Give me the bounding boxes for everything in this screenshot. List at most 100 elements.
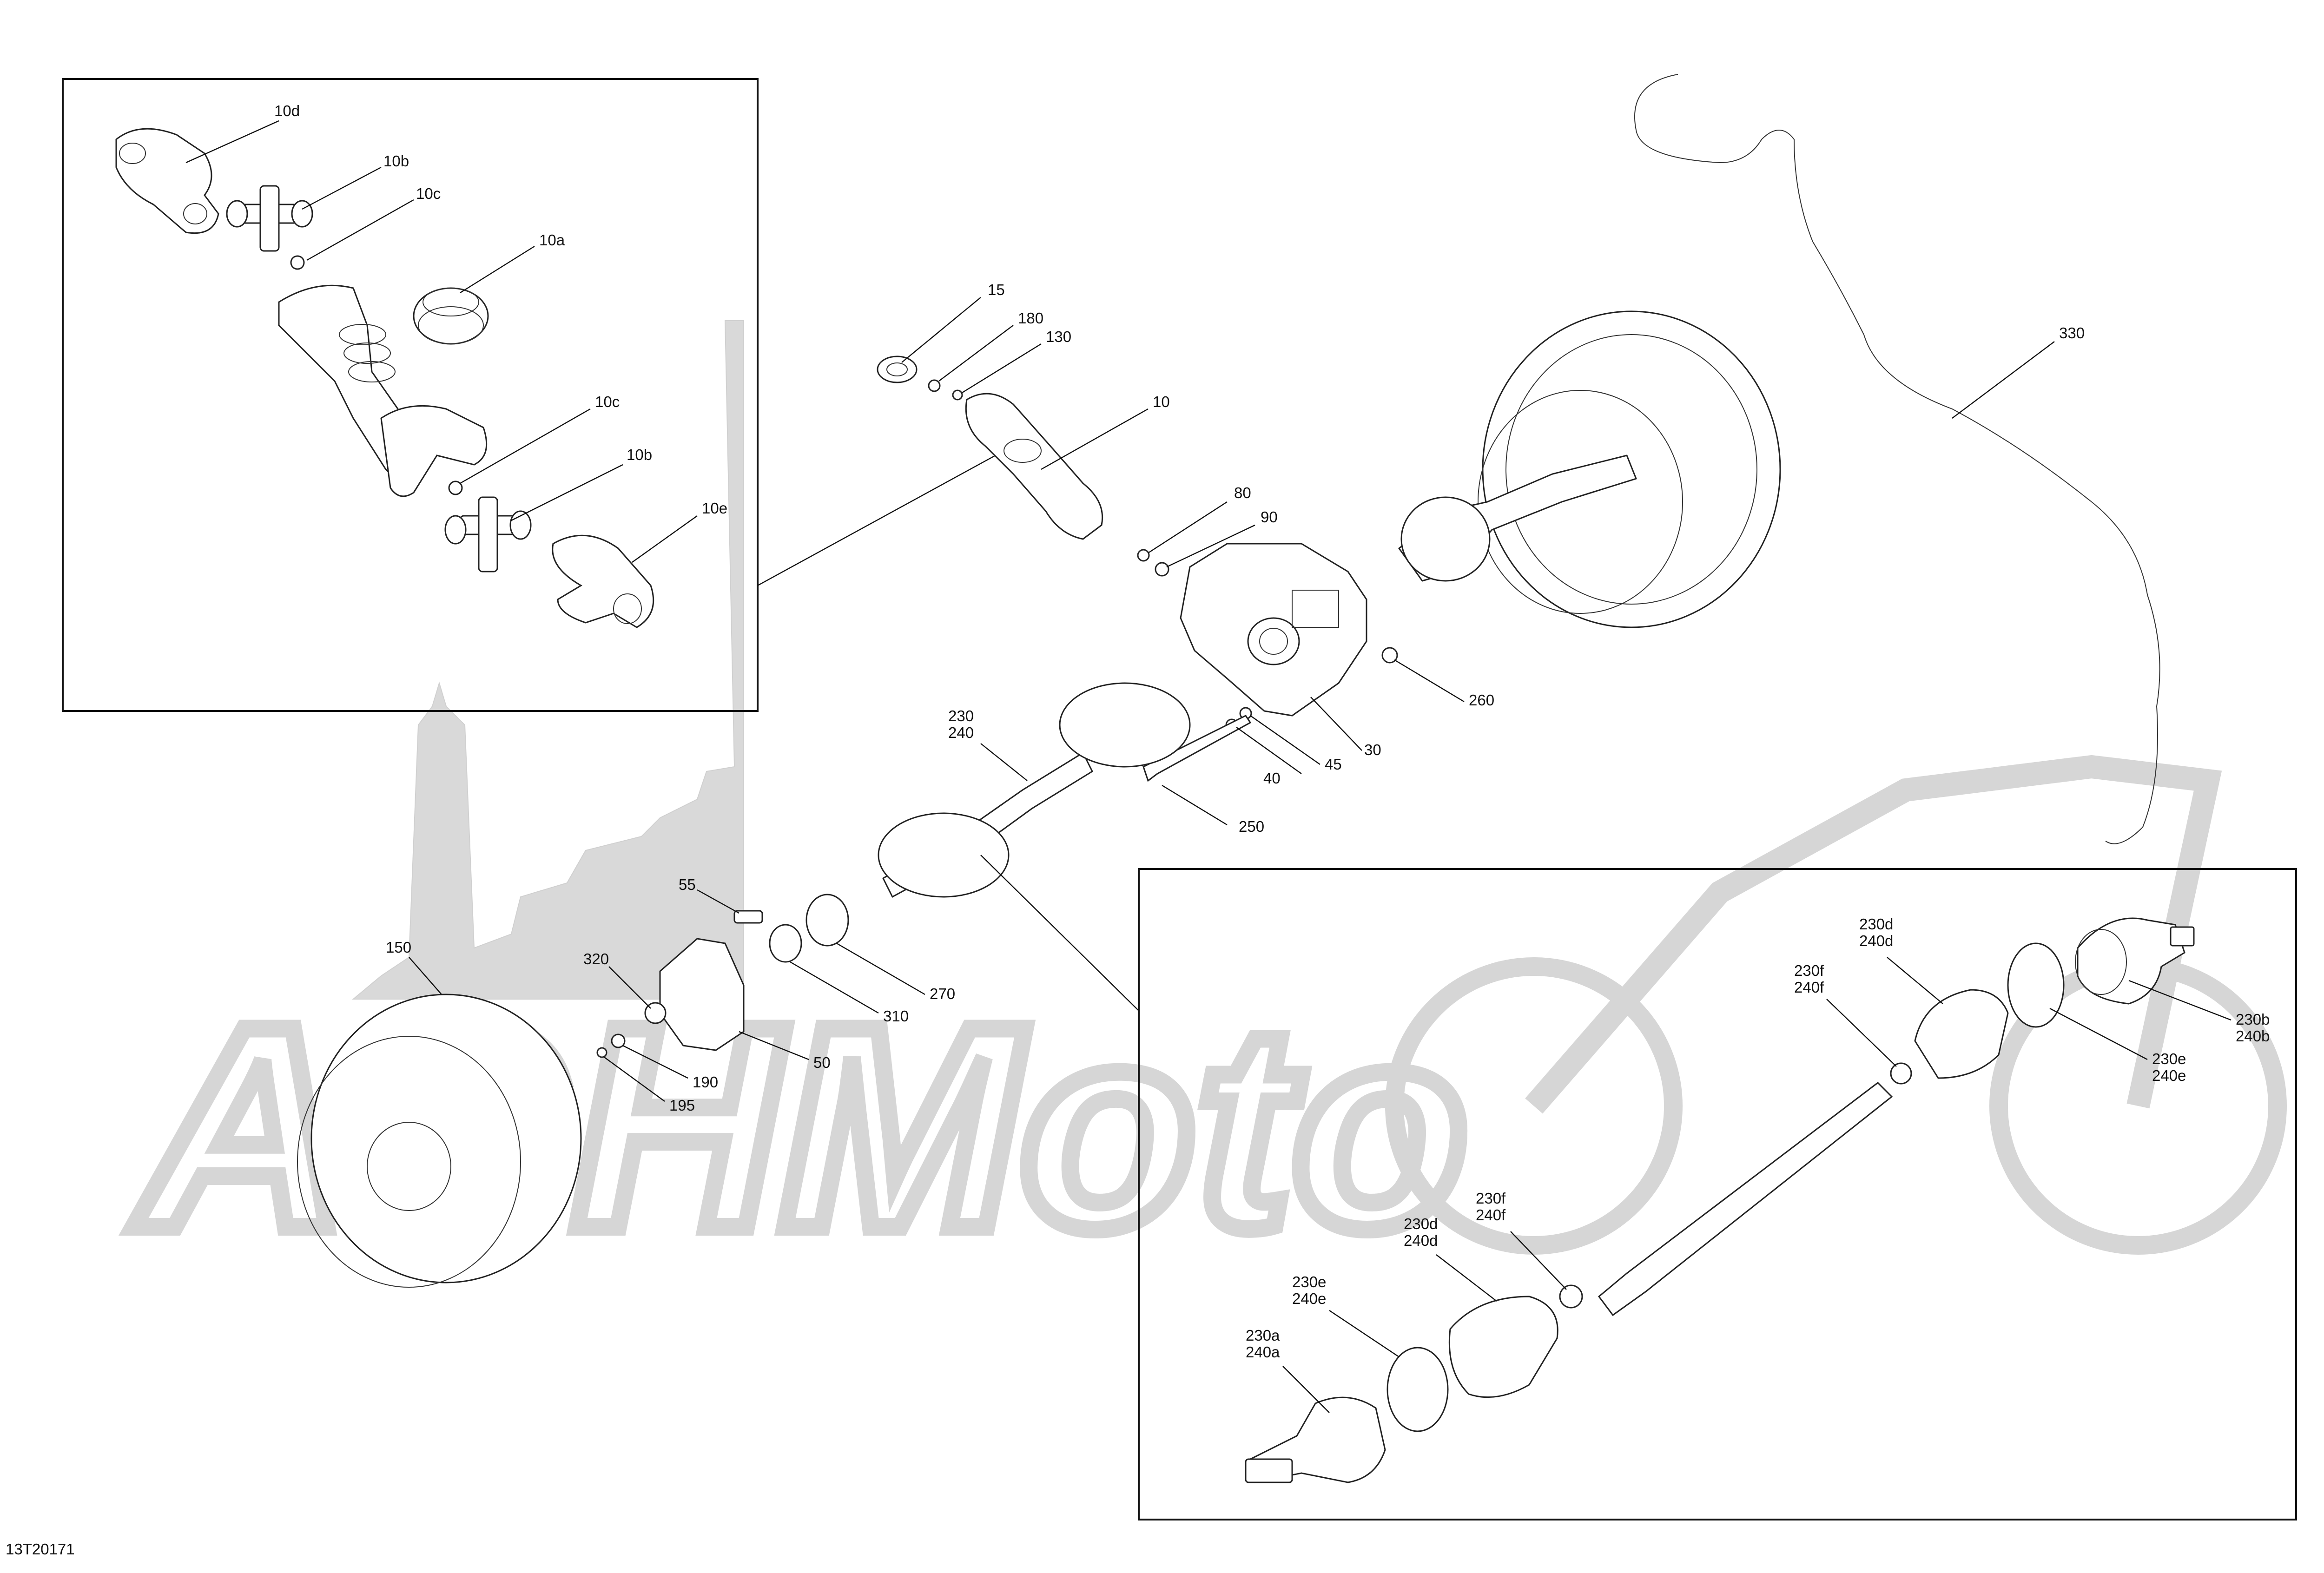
label-230a: 230a: [1246, 1327, 1280, 1344]
inset-cv-axle: 230d 240d 230f 240f 230b 240b 230e 240e …: [1138, 868, 2297, 1520]
differential-flange-inner: [1259, 628, 1288, 655]
watermark-wheel-left: [1385, 957, 1683, 1255]
label-30: 30: [1364, 741, 1381, 758]
wheel-left-hub: [367, 1122, 451, 1211]
leader-80: [1148, 501, 1228, 554]
leader-45: [1250, 715, 1320, 765]
label-180: 180: [1018, 309, 1043, 327]
leader-50: [739, 1031, 809, 1060]
leader-150: [409, 957, 442, 995]
clamp-230e-bottom: [1386, 1347, 1449, 1432]
label-230f-240f-bottom: 230f 240f: [1476, 1190, 1510, 1224]
leader-230-240: [980, 743, 1028, 781]
wheel-left-outer: [310, 994, 582, 1283]
driveshaft-splines: [339, 324, 396, 382]
leader-180: [938, 325, 1014, 382]
inset-driveshaft: 10d 10b 10c 10a 10c 10b 10e: [62, 78, 759, 712]
label-150: 150: [386, 939, 411, 956]
label-50: 50: [813, 1054, 831, 1071]
leader-330: [1952, 341, 2055, 419]
washer-80: [1137, 549, 1150, 562]
bolt-55: [733, 910, 763, 924]
wheel-left: [297, 894, 849, 1288]
label-270: 270: [930, 985, 955, 1002]
label-45: 45: [1325, 756, 1342, 773]
circlip-310: [769, 924, 802, 963]
leader-90: [1166, 524, 1255, 568]
yoke-10d: [115, 128, 219, 234]
leader-310: [790, 961, 879, 1014]
label-250: 250: [1239, 818, 1264, 835]
differential-flange: [1247, 617, 1300, 665]
wheel-right-rim: [1505, 334, 1757, 605]
label-230d-top: 230d: [1859, 915, 1893, 933]
leader-230d-top: [1887, 957, 1943, 1004]
label-240e-right: 240e: [2152, 1067, 2186, 1084]
label-330: 330: [2059, 324, 2085, 342]
cv-joint-230a: [1245, 1396, 1386, 1483]
label-260: 260: [1469, 691, 1494, 709]
leader-195: [604, 1057, 665, 1102]
label-130: 130: [1046, 328, 1071, 345]
label-320: 320: [583, 950, 609, 967]
clamp-230f-top: [1890, 1062, 1912, 1085]
leader-10c-top: [306, 199, 414, 261]
label-230e-right: 230e: [2152, 1050, 2186, 1067]
inset-driveshaft-frame: [62, 78, 759, 712]
leader-230f-top: [1826, 999, 1897, 1067]
label-240d-top: 240d: [1859, 932, 1893, 949]
label-230e-240e-right: 230e 240e: [2152, 1050, 2191, 1084]
label-10e: 10e: [702, 500, 727, 517]
leader-130: [962, 343, 1042, 394]
label-240f-top: 240f: [1794, 979, 1824, 996]
driveshaft-10-ring: [1004, 439, 1042, 463]
label-240d-bottom: 240d: [1404, 1232, 1438, 1249]
label-40: 40: [1263, 770, 1281, 787]
inset-cv-axle-frame: [1138, 868, 2297, 1520]
label-240b: 240b: [2236, 1027, 2270, 1045]
label-10c-top: 10c: [416, 185, 441, 202]
driveshaft-10: [965, 393, 1103, 540]
leader-10: [1041, 408, 1149, 470]
grease-fitting-10c-bottom: [448, 480, 463, 495]
label-310: 310: [883, 1007, 909, 1025]
label-230-240: 230 240: [948, 707, 978, 741]
driveshaft-assembly: [877, 355, 1169, 577]
label-230a-240a: 230a 240a: [1246, 1327, 1284, 1361]
leader-15: [901, 297, 981, 363]
hub-50: [659, 938, 745, 1051]
label-230b-240b: 230b 240b: [2236, 1011, 2274, 1045]
watermark-motorcycle-frame: [1525, 755, 2222, 1114]
boot-230d-top: [1914, 989, 2009, 1079]
label-230d-240d-top: 230d 240d: [1859, 915, 1898, 949]
axle-boot-inner: [1059, 682, 1191, 768]
nut-190: [611, 1033, 626, 1048]
diagram-id: 13T20171: [6, 1540, 75, 1558]
leader-10c-bottom: [460, 408, 591, 484]
leader-230b: [2128, 980, 2232, 1021]
label-230f-bottom: 230f: [1476, 1190, 1506, 1207]
label-230: 230: [948, 707, 974, 724]
label-10b-bottom: 10b: [627, 446, 652, 463]
callout-axle-to-inset: [980, 855, 1139, 1011]
differential-cover: [1292, 590, 1339, 628]
label-10b-top: 10b: [383, 152, 409, 170]
leader-10b-top: [302, 166, 382, 210]
label-195: 195: [669, 1097, 695, 1114]
label-10d: 10d: [274, 102, 300, 119]
cv-joint-right: [1400, 496, 1491, 582]
yoke-lower: [380, 405, 488, 497]
washer-15: [877, 355, 918, 383]
label-230e-240e-bottom: 230e 240e: [1292, 1273, 1331, 1307]
boot-230d-bottom: [1448, 1296, 1558, 1398]
label-190: 190: [693, 1073, 718, 1091]
grease-fitting-10c-top: [290, 255, 305, 270]
label-90: 90: [1261, 508, 1278, 526]
leader-10b-bottom: [511, 464, 623, 521]
leader-30: [1310, 697, 1362, 751]
wheel-right: [1398, 310, 1781, 628]
leader-270: [836, 942, 925, 995]
leader-320: [608, 966, 651, 1009]
leader-230a: [1282, 1366, 1330, 1413]
